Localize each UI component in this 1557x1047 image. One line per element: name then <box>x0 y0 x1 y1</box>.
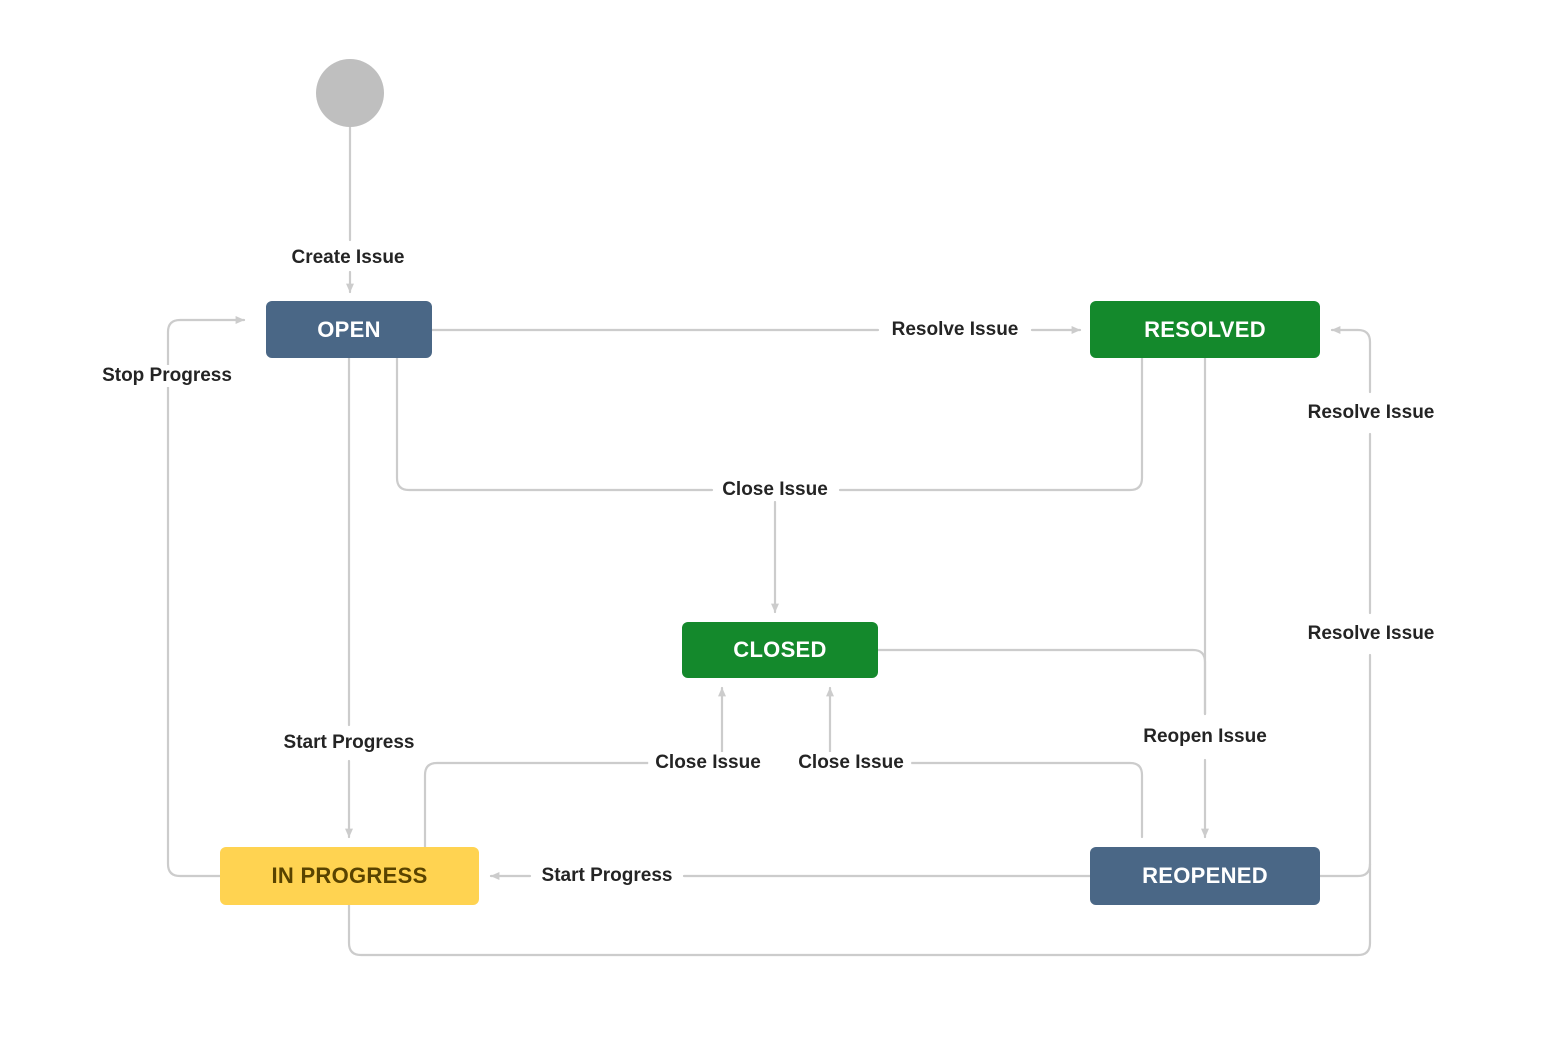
edge-inprogress-open <box>166 316 246 878</box>
state-node-closed[interactable]: CLOSED <box>682 622 878 678</box>
transition-label-close-issue-left[interactable]: Close Issue <box>648 752 768 774</box>
transition-label-close-issue-right[interactable]: Close Issue <box>791 752 911 774</box>
transition-label-start-progress-down[interactable]: Start Progress <box>276 732 422 754</box>
transition-label-reopen-issue[interactable]: Reopen Issue <box>1136 726 1274 748</box>
transition-label-close-issue-top[interactable]: Close Issue <box>715 479 835 501</box>
state-label-reopened: REOPENED <box>1142 863 1268 888</box>
edge-resolved-closed <box>838 356 1144 492</box>
state-label-open: OPEN <box>317 316 381 342</box>
state-label-closed: CLOSED <box>733 637 827 662</box>
state-node-in-progress[interactable]: IN PROGRESS <box>220 847 479 905</box>
state-node-open[interactable]: OPEN <box>266 301 432 358</box>
state-node-reopened[interactable]: REOPENED <box>1090 847 1320 905</box>
transition-label-resolve-issue-top[interactable]: Resolve Issue <box>884 319 1026 341</box>
state-label-resolved: RESOLVED <box>1144 316 1266 342</box>
state-label-in-progress: IN PROGRESS <box>271 863 428 888</box>
transition-label-create-issue[interactable]: Create Issue <box>284 247 412 269</box>
edge-right-rail-to-resolved <box>1330 326 1372 394</box>
transition-label-stop-progress[interactable]: Stop Progress <box>95 365 239 387</box>
edge-reopened-closed <box>906 761 1144 839</box>
edge-inprogress-resolved <box>347 903 1372 957</box>
state-node-resolved[interactable]: RESOLVED <box>1090 301 1320 358</box>
start-node <box>316 59 384 127</box>
edge-inprogress-closed <box>423 761 650 849</box>
edge-open-closed <box>395 356 714 492</box>
transition-label-start-progress-side[interactable]: Start Progress <box>534 865 680 887</box>
transition-label-resolve-issue-right-upper[interactable]: Resolve Issue <box>1300 402 1442 424</box>
edge-reopened-resolved <box>1318 862 1372 878</box>
edge-closed-reopened <box>876 648 1207 716</box>
transition-label-resolve-issue-right-lower[interactable]: Resolve Issue <box>1300 623 1442 645</box>
